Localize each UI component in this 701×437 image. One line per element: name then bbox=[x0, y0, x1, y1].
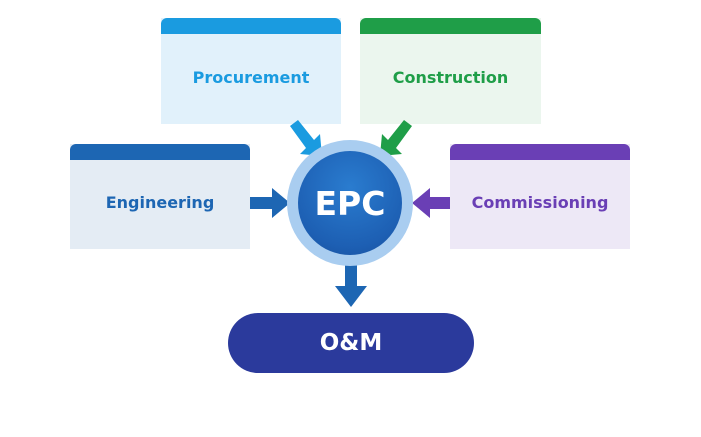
commissioning-card-header bbox=[450, 144, 630, 160]
om-label: O&M bbox=[319, 330, 383, 356]
procurement-arrow bbox=[290, 120, 322, 156]
procurement-card: Procurement bbox=[161, 18, 341, 124]
epc-label: EPC bbox=[314, 183, 386, 223]
epc-hub: EPC bbox=[287, 140, 413, 266]
epc-hub-core: EPC bbox=[298, 151, 402, 255]
engineering-arrow bbox=[250, 188, 290, 218]
procurement-label: Procurement bbox=[192, 67, 310, 87]
construction-label: Construction bbox=[392, 67, 509, 87]
commissioning-arrow bbox=[412, 188, 450, 218]
om-pill: O&M bbox=[228, 313, 474, 373]
construction-card: Construction bbox=[360, 18, 541, 124]
commissioning-label: Commissioning bbox=[471, 193, 609, 212]
construction-arrow bbox=[380, 120, 412, 156]
procurement-card-header bbox=[161, 18, 341, 34]
engineering-card: Engineering bbox=[70, 144, 250, 249]
engineering-card-header bbox=[70, 144, 250, 160]
engineering-label: Engineering bbox=[105, 193, 215, 212]
om-arrow bbox=[335, 254, 367, 307]
commissioning-card: Commissioning bbox=[450, 144, 630, 249]
construction-card-header bbox=[360, 18, 541, 34]
